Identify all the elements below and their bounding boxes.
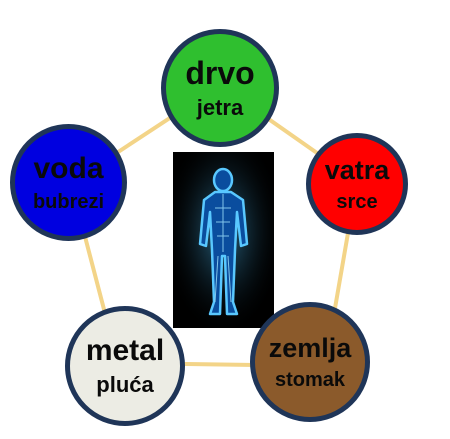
element-title-earth: zemlja [268,332,352,363]
element-title-wood: drvo [185,55,255,91]
element-organ-water: bubrezi [32,190,105,213]
element-node-water: voda bubrezi [10,124,127,241]
element-node-fire: vatra srce [306,133,408,235]
element-title-water: voda [33,151,104,185]
glowing-human-body-icon [173,152,274,328]
element-organ-metal: pluća [96,372,154,397]
element-node-metal: metal pluća [65,306,185,426]
element-title-metal: metal [85,334,165,367]
element-title-fire: vatra [324,154,390,185]
element-node-earth: zemlja stomak [250,302,370,422]
element-node-wood: drvo jetra [161,29,279,147]
element-organ-wood: jetra [196,95,244,120]
element-organ-earth: stomak [274,368,346,391]
element-organ-fire: srce [336,190,378,213]
